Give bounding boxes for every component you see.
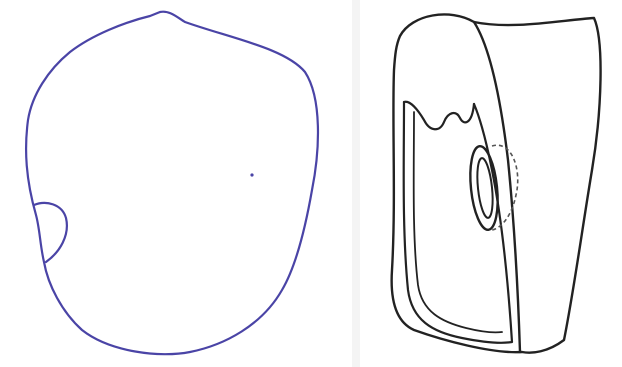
right-sketch-panel <box>352 0 622 367</box>
right-oval-opening-outer <box>467 145 502 231</box>
left-sketch-panel <box>0 0 352 367</box>
left-center-dot <box>250 173 253 176</box>
right-inner-nested-outline <box>414 112 502 332</box>
left-main-outline <box>26 12 318 355</box>
left-outline-drawing <box>0 0 352 367</box>
right-outline-drawing <box>352 0 622 367</box>
